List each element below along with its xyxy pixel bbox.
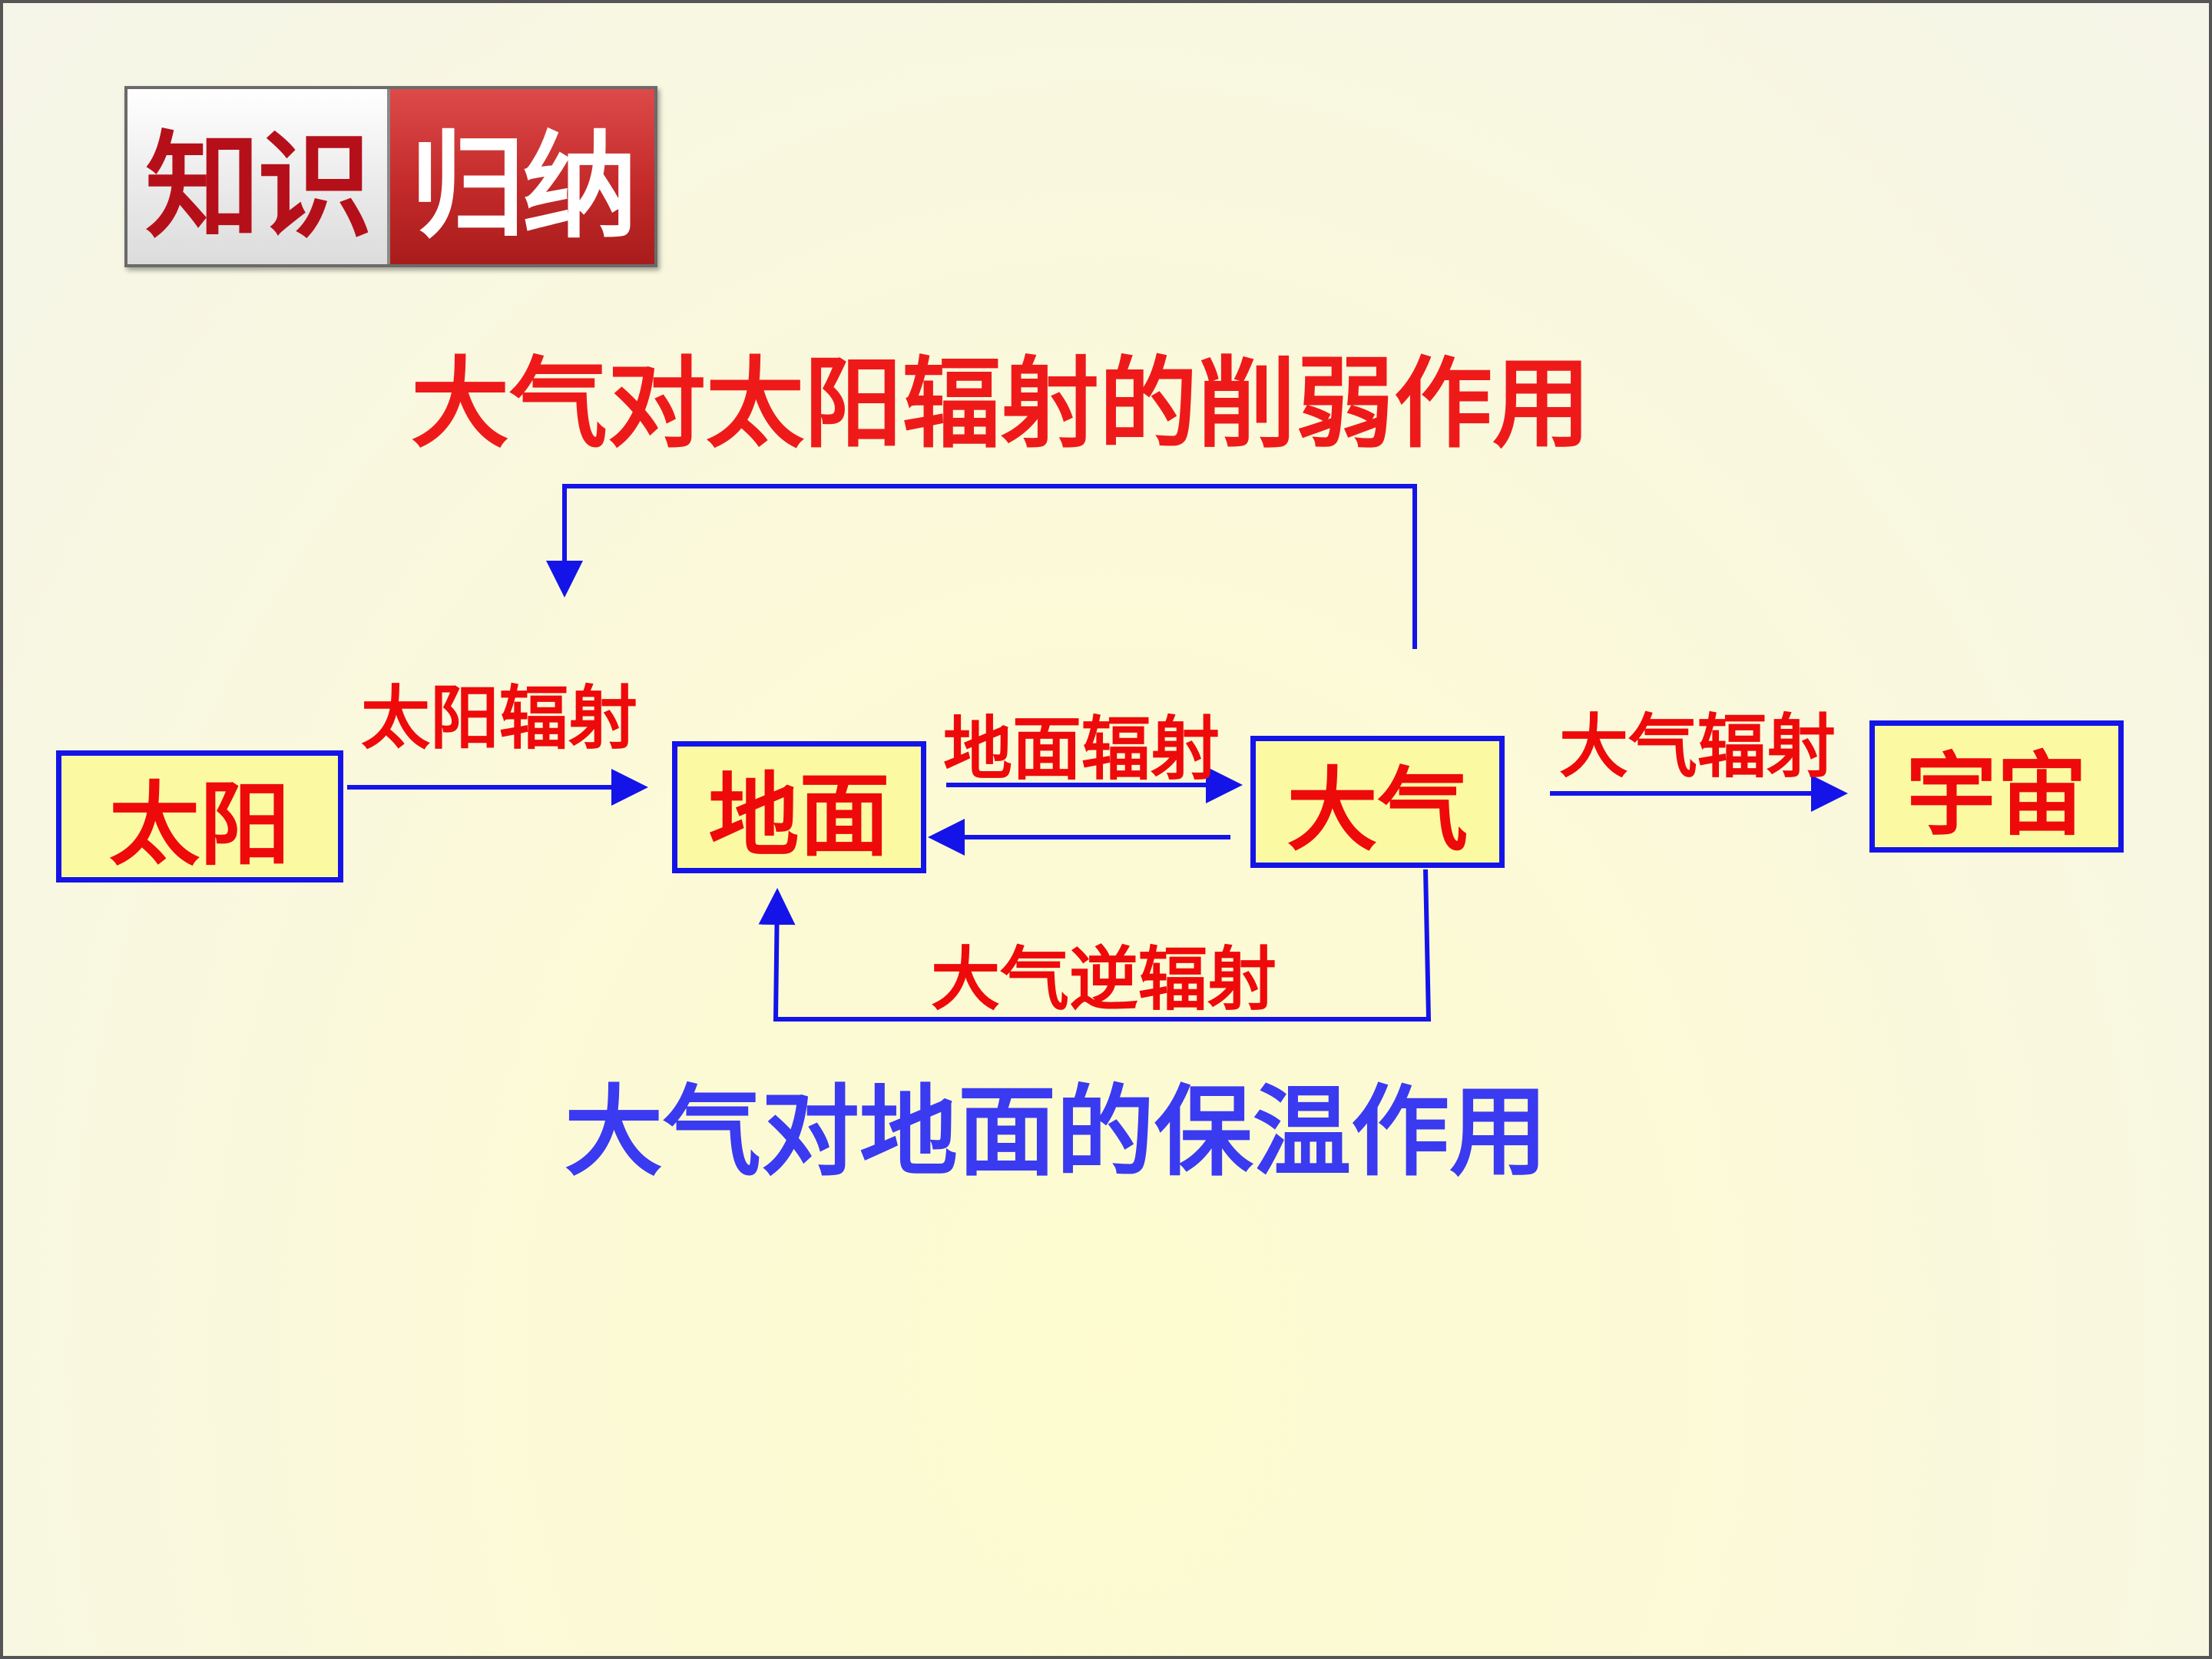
badge-left-text: 知识 — [127, 89, 390, 264]
badge-right-text: 归纳 — [390, 89, 654, 264]
section-badge: 知识 归纳 — [124, 86, 657, 267]
node-space: 宇宙 — [1869, 720, 2124, 853]
label-atmospheric-radiation: 大气辐射 — [1559, 706, 1836, 787]
node-atmosphere: 大气 — [1250, 736, 1505, 868]
arrow-counter-radiation-loop — [758, 869, 1432, 1022]
label-solar-radiation: 太阳辐射 — [361, 677, 637, 759]
title-weakening-effect: 大气对太阳辐射的削弱作用 — [411, 346, 1591, 462]
label-ground-radiation: 地面辐射 — [943, 708, 1220, 790]
title-insulation-effect: 大气对地面的保温作用 — [565, 1075, 1548, 1190]
label-counter-radiation: 大气逆辐射 — [931, 939, 1277, 1020]
arrow-weakening-loop — [546, 484, 1417, 649]
node-sun: 太阳 — [56, 750, 343, 882]
node-ground: 地面 — [672, 741, 926, 873]
